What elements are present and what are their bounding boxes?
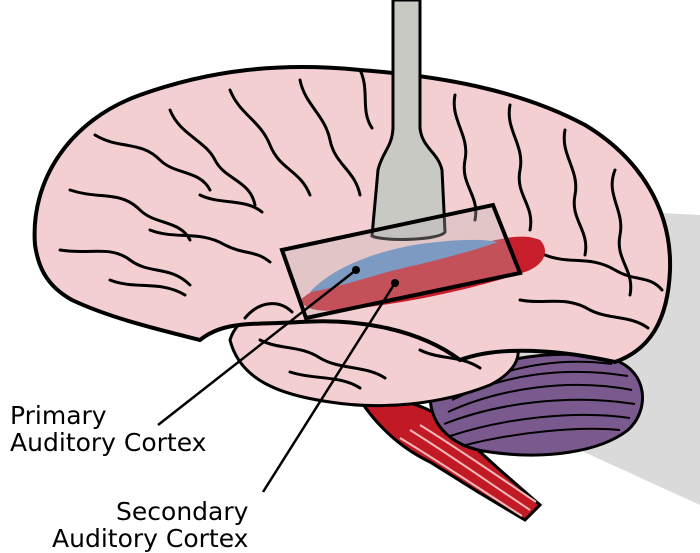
- secondary-auditory-cortex: [300, 236, 545, 311]
- imaging-probe: [370, 0, 447, 241]
- cerebrum: [32, 65, 673, 365]
- secondary-leader-line: [261, 282, 397, 493]
- primary-auditory-cortex: [310, 239, 498, 292]
- primary-label-line1: Primary: [10, 401, 107, 430]
- imaging-window: [279, 202, 523, 321]
- secondary-label-line2: Auditory Cortex: [52, 524, 249, 553]
- primary-label-line2: Auditory Cortex: [10, 428, 207, 457]
- secondary-leader-dot: [391, 279, 399, 287]
- brain-sulci: [58, 68, 664, 390]
- secondary-label-line1: Secondary: [116, 497, 249, 526]
- brainstem-fibers: [399, 424, 537, 517]
- primary-leader-line: [157, 269, 357, 426]
- secondary-auditory-cortex-label: Secondary Auditory Cortex: [52, 498, 248, 552]
- primary-auditory-cortex-label: Primary Auditory Cortex: [10, 402, 206, 456]
- primary-leader-dot: [352, 266, 360, 274]
